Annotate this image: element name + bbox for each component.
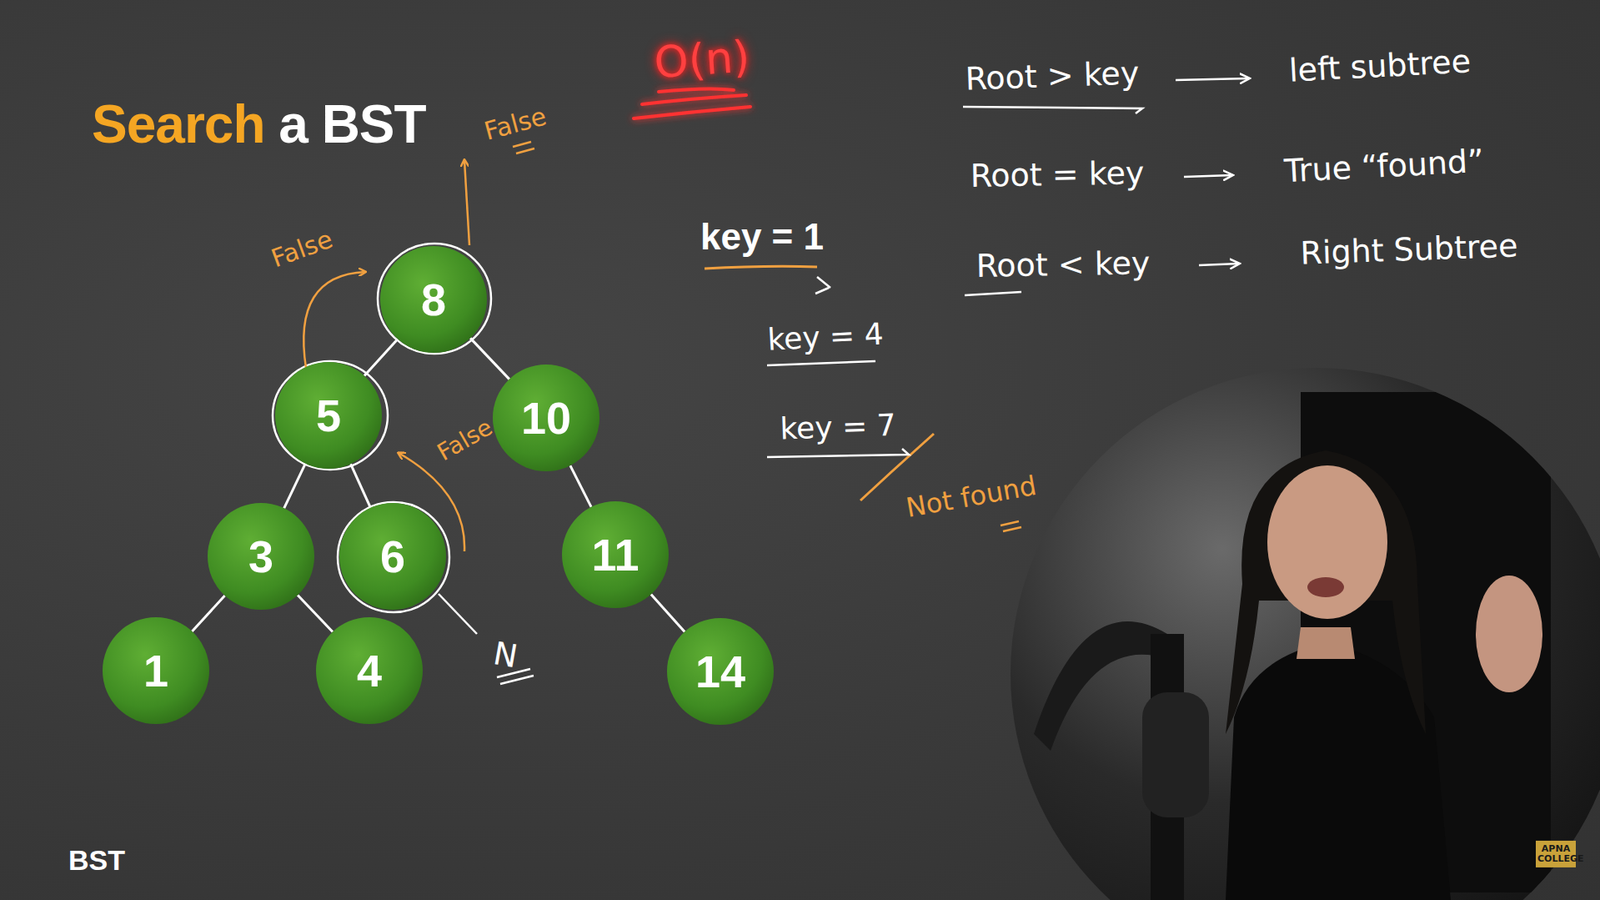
rule-condition: Root = key	[969, 155, 1144, 194]
tree-node: 6	[339, 502, 447, 610]
return-value: False	[267, 225, 337, 273]
tree-node: 1	[102, 616, 210, 724]
search-key: key = 4	[767, 317, 885, 357]
result-note: Not found	[903, 471, 1039, 523]
complexity-note: O(n)	[652, 32, 752, 87]
slide-title: Search a BST	[91, 93, 427, 156]
tree-node: 8	[380, 245, 487, 353]
tree-edge	[351, 463, 372, 508]
node-value: 1	[143, 644, 169, 697]
node-fill	[275, 361, 382, 469]
tree-node: 14	[667, 617, 774, 725]
node-value: 8	[421, 273, 447, 326]
node-fill	[207, 502, 315, 610]
node-value: 6	[380, 530, 406, 582]
rule-condition: Root > key	[964, 55, 1140, 97]
rule-arrow	[1175, 78, 1249, 266]
node-value: 14	[695, 645, 746, 698]
watermark: APNA COLLEGE	[1535, 840, 1576, 868]
node-fill	[339, 502, 447, 610]
tree-edge	[570, 465, 592, 507]
node-fill	[102, 616, 210, 724]
node-fill	[667, 617, 774, 725]
node-value: 10	[521, 391, 572, 444]
tree-node: 4	[315, 616, 423, 724]
tree-node: 10	[492, 364, 600, 472]
return-value: False	[481, 101, 549, 145]
node-value: 3	[248, 530, 274, 582]
tree-node: 3	[207, 502, 315, 610]
tree-node: 5	[275, 361, 382, 469]
tree-edge	[364, 338, 398, 376]
return-arrow	[303, 141, 1022, 552]
rule-condition: Root < key	[975, 245, 1150, 284]
rule-action: Right Subtree	[1299, 229, 1519, 272]
null-pointer	[438, 593, 534, 684]
tree-edge	[297, 594, 333, 632]
rule-action: True “found”	[1283, 144, 1485, 190]
tree-edge	[284, 463, 306, 509]
node-value: 4	[356, 644, 382, 697]
section-tag: BST	[68, 844, 126, 876]
presenter-photo	[1000, 358, 1600, 900]
tree-edge	[470, 337, 510, 379]
return-value: False	[433, 414, 497, 467]
search-key: key = 7	[779, 408, 897, 446]
node-value: 5	[315, 389, 342, 442]
tree-node: 11	[561, 501, 669, 608]
tree-edge	[651, 594, 685, 632]
node-fill	[561, 501, 669, 608]
node-value: 11	[591, 528, 639, 581]
node-fill	[492, 364, 600, 472]
null-label: N	[490, 636, 520, 675]
node-fill	[315, 616, 423, 724]
rule-action: left subtree	[1288, 44, 1472, 89]
tree-edge	[191, 595, 225, 632]
node-fill	[380, 245, 487, 353]
neon-underline	[633, 88, 751, 119]
search-key: key = 1	[700, 216, 824, 257]
